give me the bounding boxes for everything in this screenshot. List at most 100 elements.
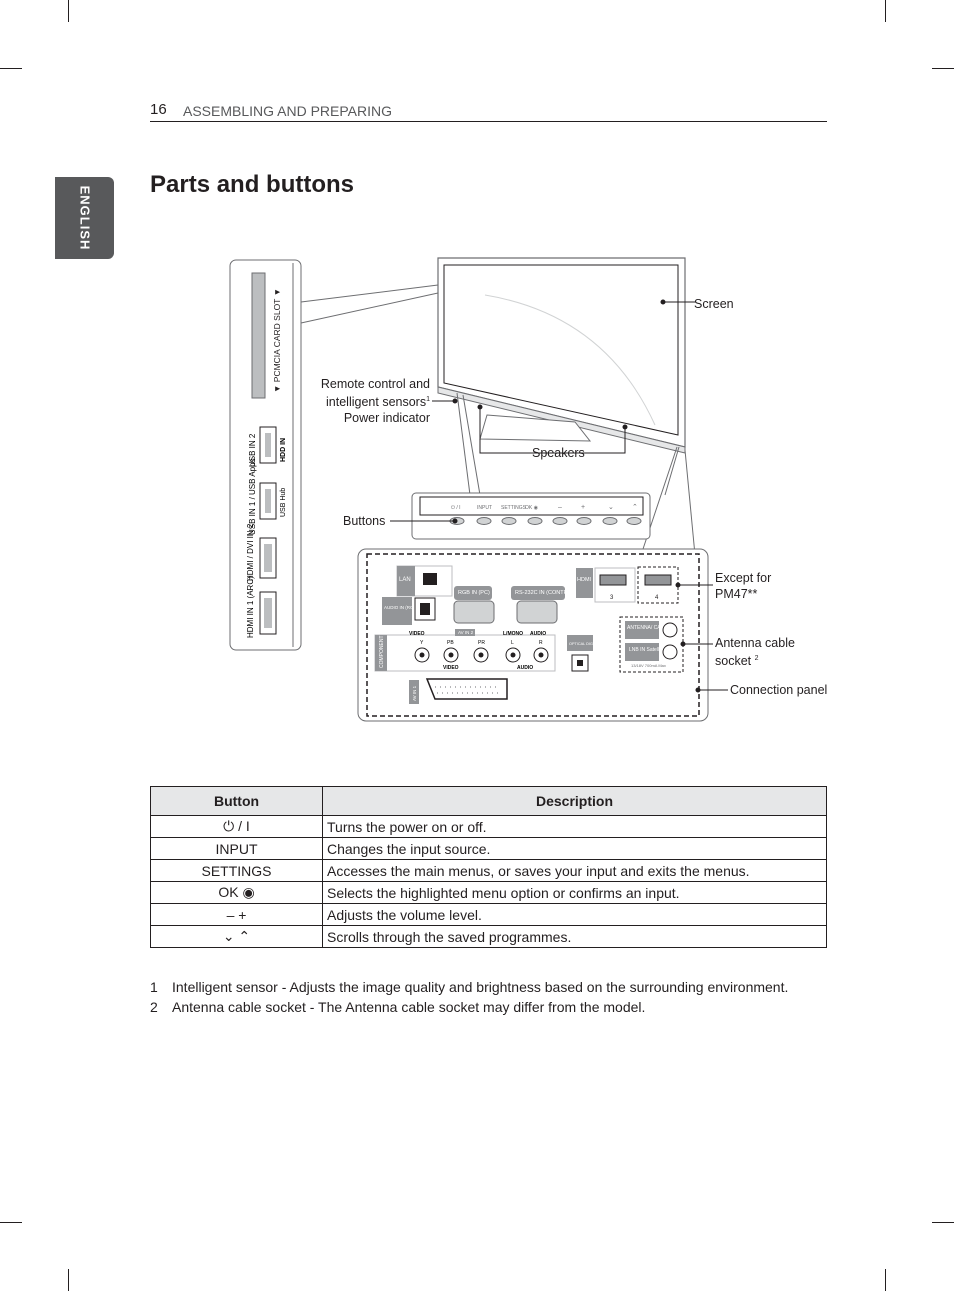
- footnote: 1 Intelligent sensor - Adjusts the image…: [150, 977, 788, 997]
- footnote-ref-1: 1: [426, 396, 430, 403]
- audio-in-label: AUDIO IN (RGB/DVI): [384, 605, 427, 610]
- row-button: – +: [150, 903, 323, 926]
- language-tab: ENGLISH: [55, 177, 114, 259]
- page-title: Parts and buttons: [150, 171, 355, 198]
- pr-label: PR: [478, 640, 485, 646]
- optical-label: OPTICAL DIGITAL AUDIO OUT: [569, 642, 623, 646]
- strip-minus-label: –: [558, 504, 562, 511]
- mono-label: L/MONO: [503, 631, 523, 637]
- section-title: ASSEMBLING AND PREPARING: [183, 103, 393, 119]
- usb1-label: USB IN 1 / USB Apps: [248, 459, 257, 535]
- crop-mark: [885, 0, 886, 22]
- pb-label: PB: [447, 640, 454, 646]
- table-row: ⌄ ⌃ Scrolls through the saved programmes…: [150, 925, 827, 948]
- language-label: ENGLISH: [77, 185, 92, 251]
- row-button: ⌄ ⌃: [150, 925, 323, 948]
- antenna-in-label: ANTENNA/ CABLE IN: [627, 625, 677, 631]
- footnote-text: Antenna cable socket - The Antenna cable…: [172, 999, 646, 1015]
- strip-ok-label: OK ◉: [525, 505, 539, 511]
- row-button: ⏻ / I: [150, 815, 323, 838]
- y-label: Y: [420, 640, 424, 646]
- crop-mark: [0, 68, 22, 69]
- callout-except-line2: PM47**: [715, 587, 758, 601]
- row-description: Changes the input source.: [322, 837, 827, 860]
- hdmi-in-label: HDMI IN: [577, 577, 598, 583]
- crop-mark: [932, 1222, 954, 1223]
- audio-top-label: AUDIO: [530, 631, 546, 637]
- callout-sensors-text: intelligent sensors: [326, 395, 427, 410]
- strip-power-label: ⏻ / I: [451, 505, 461, 511]
- footnote-number: 2: [150, 999, 158, 1015]
- footnote-number: 1: [150, 979, 158, 995]
- callout-antenna-text: socket: [715, 654, 752, 669]
- row-button: INPUT: [150, 837, 323, 860]
- callout-buttons: Buttons: [343, 514, 386, 528]
- tv-diagram: ▼ PCMCIA CARD SLOT ▼ USB IN 2 HDD IN USB…: [225, 255, 837, 725]
- hdmi-4-label: 4: [655, 595, 659, 601]
- l-label: L: [511, 640, 514, 646]
- callout-screen: Screen: [694, 297, 734, 311]
- usb2-sub-label: HDD IN: [280, 438, 287, 462]
- table-row: INPUT Changes the input source.: [150, 837, 827, 860]
- hdmi1-label: HDMI IN 1 (ARC): [246, 576, 255, 638]
- usb2-label: USB IN 2: [248, 433, 257, 467]
- button-strip: ⏻ / I INPUT SETTINGS OK ◉ – + ⌄ ⌃: [411, 492, 651, 540]
- r-label: R: [539, 640, 543, 646]
- strip-up-label: ⌃: [632, 503, 638, 511]
- page-number: 16: [150, 101, 167, 118]
- callout-antenna: Antenna cable socket 2: [715, 635, 795, 669]
- strip-settings-label: SETTINGS: [501, 505, 527, 511]
- footnotes: 1 Intelligent sensor - Adjusts the image…: [150, 977, 788, 1017]
- audio-bottom-label: AUDIO: [517, 665, 533, 671]
- button-table: Button Description ⏻ / I Turns the power…: [150, 786, 827, 948]
- av-in1-label: AV IN 1: [412, 685, 417, 701]
- video-top-label: VIDEO: [409, 631, 425, 637]
- crop-mark: [932, 68, 954, 69]
- lnb-in-label: LNB IN Satellite: [629, 647, 665, 653]
- callout-lines: [390, 299, 728, 693]
- callout-antenna-line1: Antenna cable: [715, 636, 795, 650]
- row-description: Accesses the main menus, or saves your i…: [322, 859, 827, 882]
- callout-connection-panel: Connection panel: [730, 683, 828, 697]
- tv-front: [437, 257, 696, 556]
- av-in2-label: AV IN 2: [458, 630, 474, 635]
- table-header-row: Button Description: [150, 786, 827, 816]
- callout-sensors-line2: intelligent sensors1: [321, 392, 430, 410]
- hdmi-3-label: 3: [610, 595, 614, 601]
- row-description: Scrolls through the saved programmes.: [322, 925, 827, 948]
- callout-sensors: Remote control and intelligent sensors1 …: [321, 376, 430, 426]
- crop-mark: [68, 1269, 69, 1291]
- header-description: Description: [322, 786, 827, 816]
- rs232c-label: RS-232C IN (CONTROL & SERVICE): [515, 590, 607, 596]
- video-bottom-label: VIDEO: [443, 665, 459, 671]
- hdmi2-label: HDMI / DVI IN 2: [246, 523, 255, 581]
- connection-panel: LAN AUDIO IN (RGB/DVI) RGB IN (PC) RS-23…: [357, 548, 709, 722]
- callout-sensors-line1: Remote control and: [320, 377, 430, 391]
- row-button: SETTINGS: [150, 859, 323, 882]
- strip-down-label: ⌄: [608, 504, 614, 511]
- lnb-spec-label: 13/18V 700mA Max: [631, 663, 666, 668]
- crop-mark: [68, 0, 69, 22]
- strip-plus-label: +: [581, 504, 585, 511]
- callout-except: Except for PM47**: [715, 570, 771, 602]
- component-in-label: COMPONENT IN: [379, 629, 385, 668]
- callout-speakers: Speakers: [532, 446, 585, 460]
- callout-antenna-line2: socket 2: [715, 651, 795, 669]
- table-row: SETTINGS Accesses the main menus, or sav…: [150, 859, 827, 882]
- footnote-text: Intelligent sensor - Adjusts the image q…: [172, 979, 789, 995]
- tv-illustration: ▼ PCMCIA CARD SLOT ▼ USB IN 2 HDD IN USB…: [229, 257, 728, 722]
- table-row: ⏻ / I Turns the power on or off.: [150, 815, 827, 838]
- row-description: Turns the power on or off.: [322, 815, 827, 838]
- footnote: 2 Antenna cable socket - The Antenna cab…: [150, 997, 788, 1017]
- header-button: Button: [150, 786, 323, 816]
- table-row: OK ◉ Selects the highlighted menu option…: [150, 881, 827, 904]
- strip-input-label: INPUT: [477, 505, 492, 511]
- crop-mark: [885, 1269, 886, 1291]
- row-description: Adjusts the volume level.: [322, 903, 827, 926]
- lan-label: LAN: [399, 577, 411, 583]
- row-button: OK ◉: [150, 881, 323, 904]
- footnote-ref-2: 2: [754, 655, 759, 662]
- side-panel: ▼ PCMCIA CARD SLOT ▼ USB IN 2 HDD IN USB…: [229, 259, 439, 651]
- crop-mark: [0, 1222, 22, 1223]
- pcmcia-label: ▼ PCMCIA CARD SLOT ▼: [272, 288, 282, 393]
